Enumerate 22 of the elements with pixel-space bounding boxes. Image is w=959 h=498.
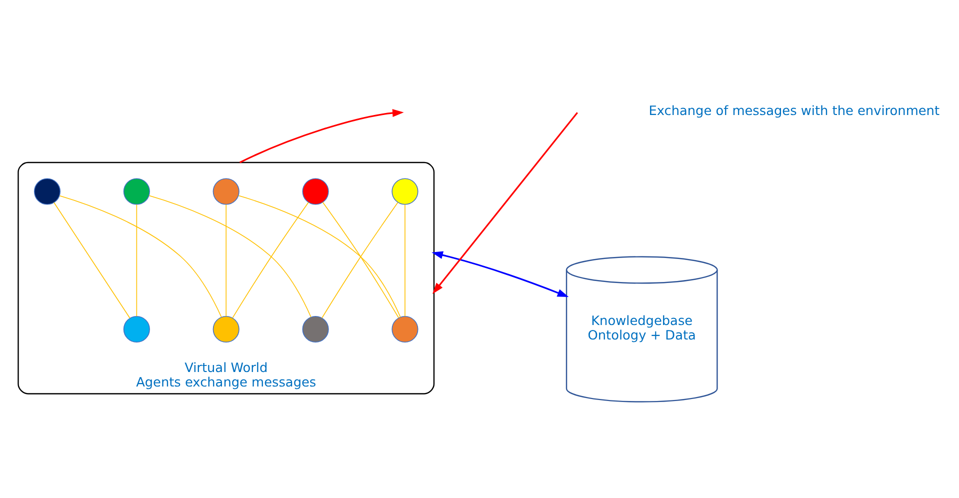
node-circle xyxy=(392,315,418,342)
node-circle xyxy=(392,178,418,204)
arrow xyxy=(432,112,578,294)
node-circle xyxy=(212,315,240,342)
label: Exchange of messages with the environment xyxy=(648,103,940,118)
connector xyxy=(148,194,312,318)
node-circle xyxy=(123,178,150,204)
arrow xyxy=(239,108,404,163)
connector xyxy=(54,202,130,318)
node-circle xyxy=(302,178,329,204)
cluster: Virtual World Agents exchange messages xyxy=(18,161,435,394)
connector xyxy=(404,204,406,316)
connector xyxy=(226,204,227,316)
node-circle xyxy=(34,178,61,204)
arrow xyxy=(432,250,569,297)
connector xyxy=(136,204,138,316)
node-circle xyxy=(123,315,150,342)
connector xyxy=(232,202,309,318)
node-circle xyxy=(212,178,240,204)
connector xyxy=(59,194,222,318)
node-circle xyxy=(302,315,329,342)
connector xyxy=(238,194,401,318)
